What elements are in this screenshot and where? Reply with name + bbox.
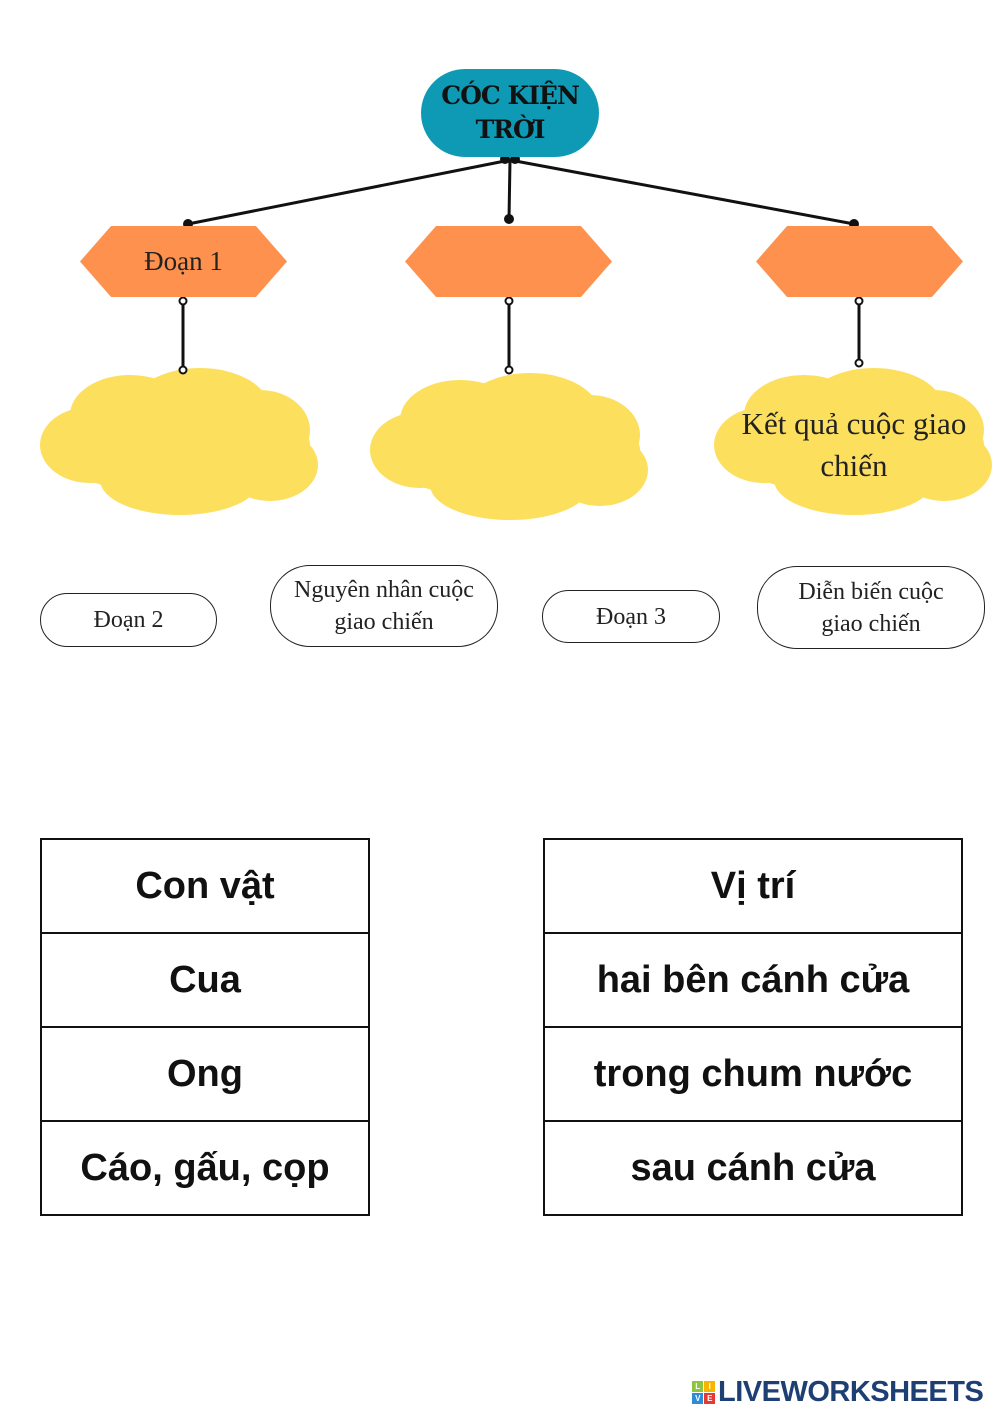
table-cell[interactable]: Cáo, gấu, cọp bbox=[40, 1120, 370, 1216]
cloud-node-1[interactable] bbox=[60, 400, 300, 490]
table-cell[interactable]: Ong bbox=[40, 1026, 370, 1122]
cloud-shapes bbox=[40, 368, 992, 520]
option-pill[interactable]: Nguyên nhân cuộc giao chiến bbox=[270, 565, 498, 647]
cloud-node-2[interactable] bbox=[390, 405, 630, 495]
option-pill[interactable]: Đoạn 3 bbox=[542, 590, 720, 643]
table-cell[interactable]: Cua bbox=[40, 932, 370, 1028]
title-node: CÓC KIỆN TRỜI bbox=[421, 69, 599, 157]
section-node-3[interactable] bbox=[756, 226, 963, 297]
connector-lines bbox=[40, 154, 992, 520]
logo-text: LIVEWORKSHEETS bbox=[718, 1376, 984, 1408]
section-node-1[interactable]: Đoạn 1 bbox=[80, 226, 287, 297]
animals-table: Con vật Cua Ong Cáo, gấu, cọp bbox=[40, 838, 370, 1216]
positions-table: Vị trí hai bên cánh cửa trong chum nước … bbox=[543, 838, 963, 1216]
cloud-node-3[interactable]: Kết quả cuộc giao chiến bbox=[741, 406, 967, 483]
table-header: Vị trí bbox=[543, 838, 963, 934]
option-pill[interactable]: Đoạn 2 bbox=[40, 593, 217, 647]
table-header: Con vật bbox=[40, 838, 370, 934]
table-cell[interactable]: sau cánh cửa bbox=[543, 1120, 963, 1216]
section-node-2[interactable] bbox=[405, 226, 612, 297]
table-cell[interactable]: trong chum nước bbox=[543, 1026, 963, 1122]
option-pill[interactable]: Diễn biến cuộc giao chiến bbox=[757, 566, 985, 649]
liveworksheets-logo: L I V E LIVEWORKSHEETS bbox=[692, 1376, 984, 1409]
logo-icon: L I V E bbox=[692, 1381, 715, 1404]
table-cell[interactable]: hai bên cánh cửa bbox=[543, 932, 963, 1028]
